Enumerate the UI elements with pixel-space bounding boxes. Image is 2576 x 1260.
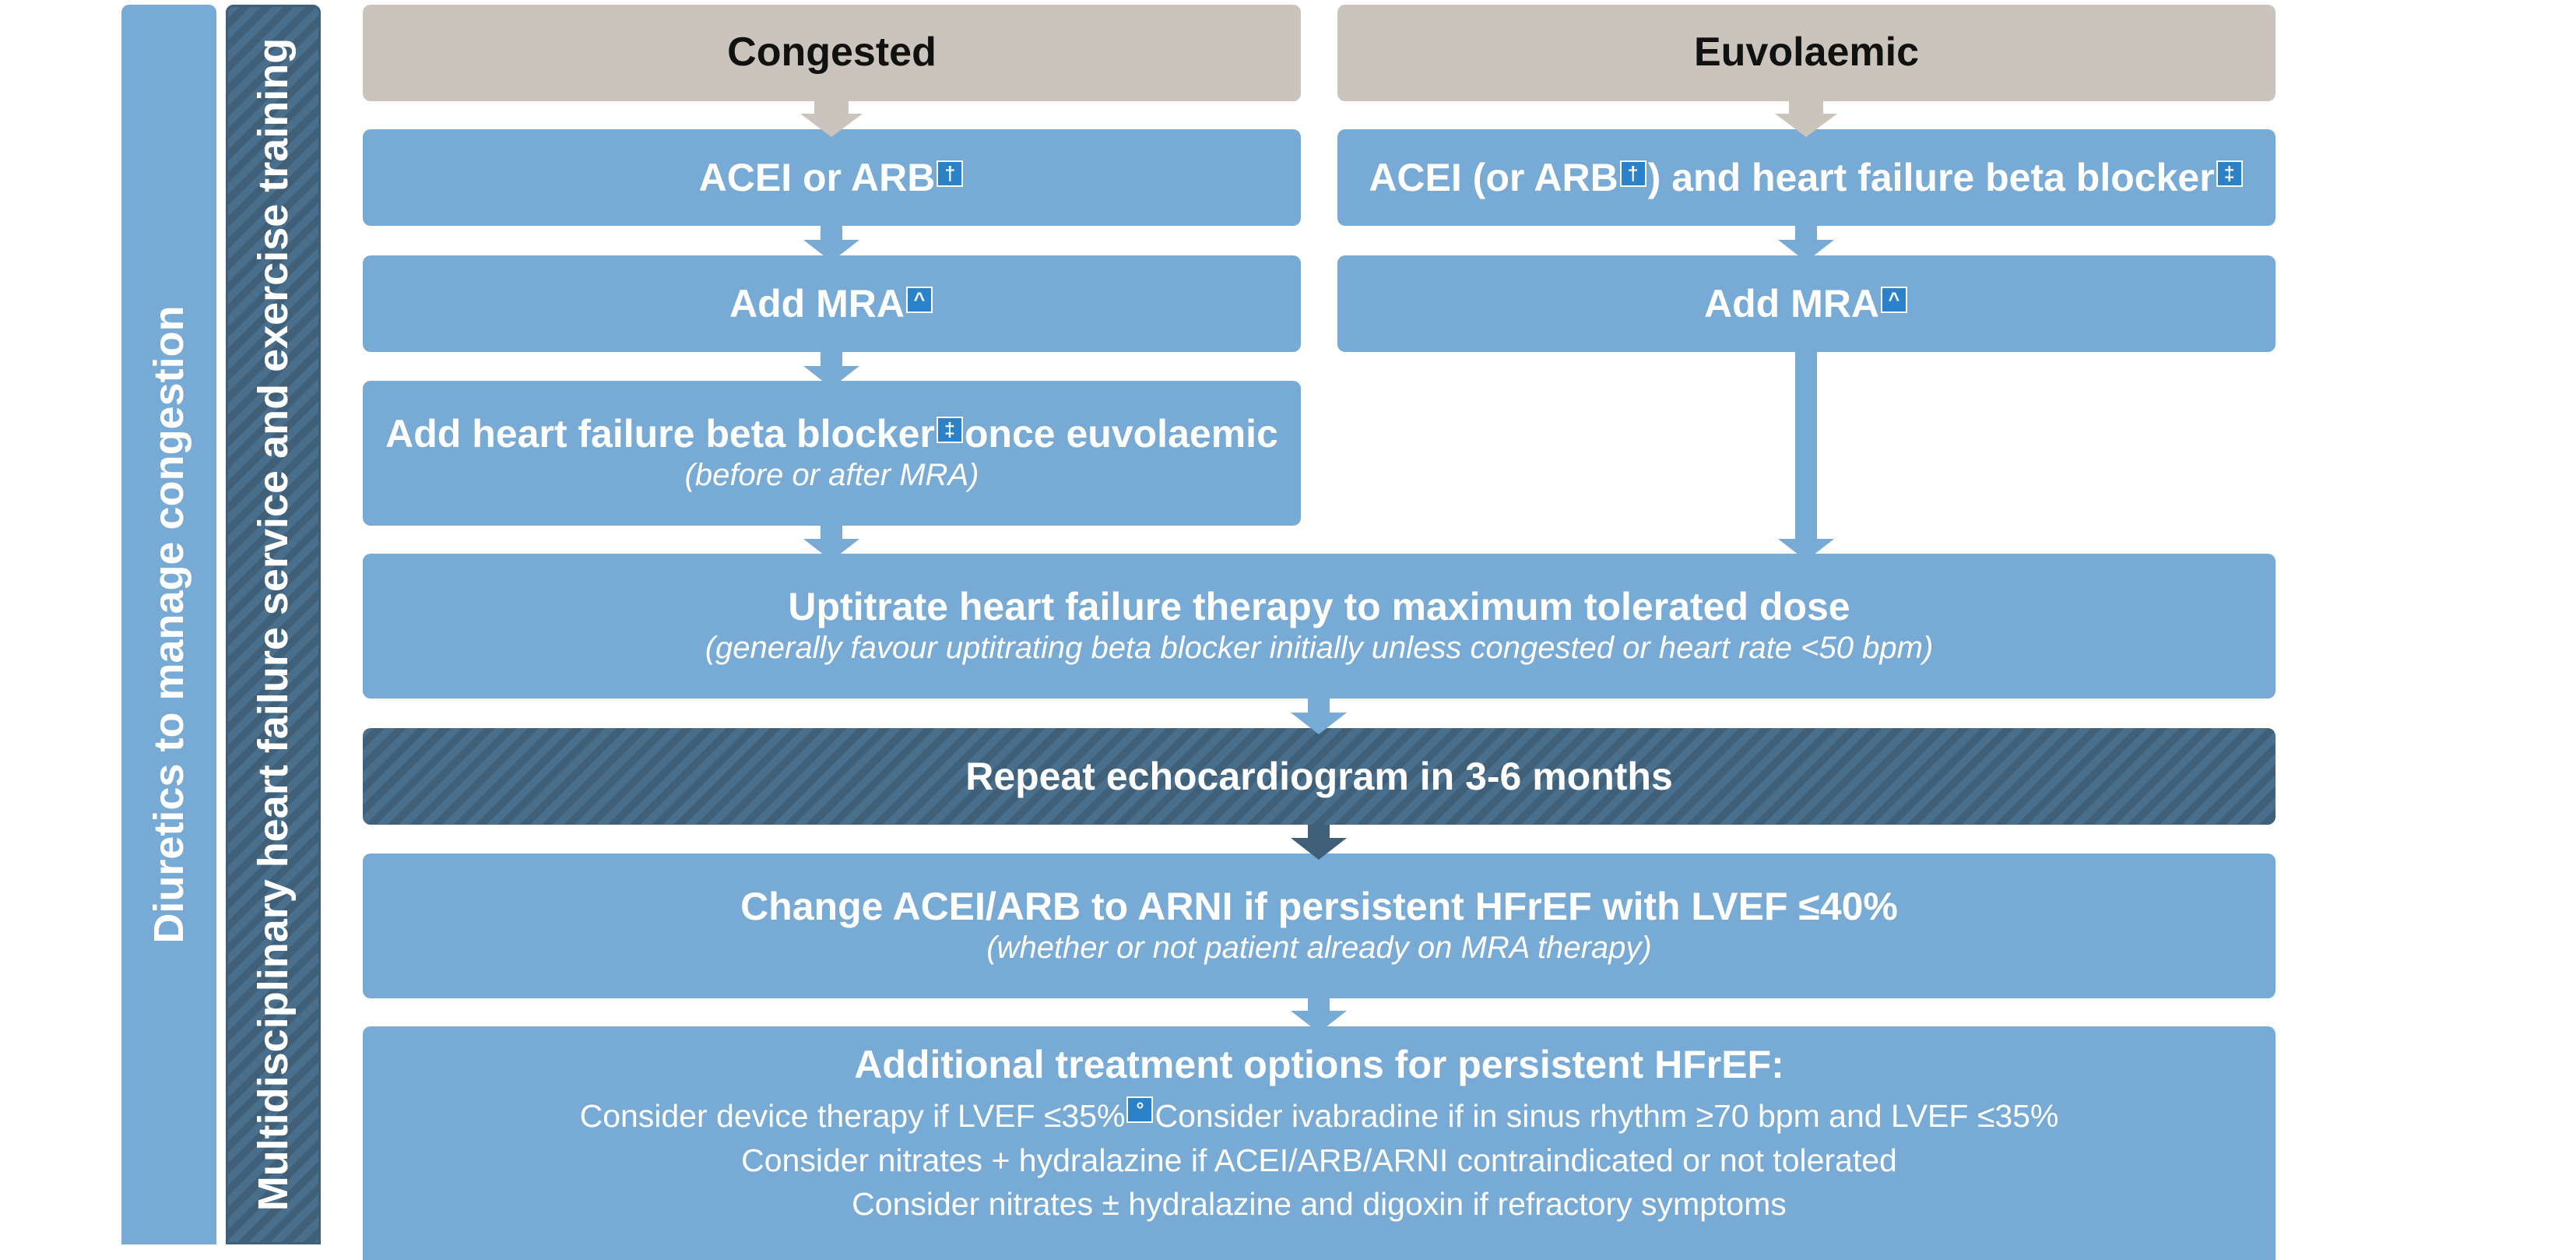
diuretics-sidebar: Diuretics to manage congestion bbox=[121, 5, 216, 1244]
dagger-note-badge: † bbox=[1619, 160, 1646, 187]
euvolaemic-header: Euvolaemic bbox=[1337, 5, 2276, 101]
arrow-arni-to-additional bbox=[1291, 998, 1347, 1033]
additional-line-1: Consider device therapy if LVEF ≤35%°Con… bbox=[579, 1094, 2059, 1139]
dagger-note-badge: † bbox=[937, 160, 964, 187]
beta-blocker-label: Add heart failure beta blocker bbox=[385, 411, 935, 456]
caret-note-badge: ^ bbox=[1880, 286, 1907, 313]
congested-add-mra-label: Add MRA bbox=[729, 281, 905, 326]
echocardiogram-box: Repeat echocardiogram in 3-6 months bbox=[363, 728, 2276, 825]
euvolaemic-header-label: Euvolaemic bbox=[1693, 30, 1920, 76]
arrow-acei-to-mra bbox=[803, 226, 859, 262]
arrow-acei-beta-to-mra bbox=[1778, 226, 1834, 262]
arni-subtitle: (whether or not patient already on MRA t… bbox=[986, 930, 1652, 965]
arni-title: Change ACEI/ARB to ARNI if persistent HF… bbox=[740, 884, 1898, 928]
euvolaemic-acei-beta-text: ACEI (or ARB†) and heart failure beta bl… bbox=[1369, 155, 2244, 199]
congested-add-mra-text: Add MRA^ bbox=[729, 281, 934, 326]
caret-note-badge: ^ bbox=[905, 286, 933, 313]
uptitrate-title: Uptitrate heart failure therapy to maxim… bbox=[788, 584, 1850, 628]
congested-add-mra-box: Add MRA^ bbox=[363, 255, 1301, 352]
arrow-echo-to-arni bbox=[1291, 825, 1347, 860]
euvolaemic-add-mra-box: Add MRA^ bbox=[1337, 255, 2276, 352]
multidisciplinary-sidebar: Multidisciplinary heart failure service … bbox=[226, 5, 321, 1244]
congested-acei-arb-box: ACEI or ARB† bbox=[363, 129, 1301, 226]
arni-box: Change ACEI/ARB to ARNI if persistent HF… bbox=[363, 853, 2276, 998]
congested-header-label: Congested bbox=[727, 30, 937, 76]
congested-acei-arb-text: ACEI or ARB† bbox=[698, 155, 965, 199]
beta-blocker-subtitle: (before or after MRA) bbox=[684, 457, 979, 492]
additional-line-2: Consider nitrates + hydralazine if ACEI/… bbox=[741, 1142, 1897, 1178]
ivabradine-text: Consider ivabradine if in sinus rhythm ≥… bbox=[1154, 1098, 2059, 1134]
uptitrate-subtitle: (generally favour uptitrating beta block… bbox=[705, 630, 1934, 665]
echocardiogram-title: Repeat echocardiogram in 3-6 months bbox=[965, 754, 1673, 798]
arrow-header-to-acei-beta bbox=[1775, 101, 1837, 137]
congested-acei-arb-label: ACEI or ARB bbox=[698, 155, 936, 199]
uptitrate-box: Uptitrate heart failure therapy to maxim… bbox=[363, 554, 2276, 699]
arrow-header-to-acei bbox=[800, 101, 863, 137]
arrow-beta-blocker-to-uptitrate bbox=[803, 526, 859, 561]
euvolaemic-acei-beta-box: ACEI (or ARB†) and heart failure beta bl… bbox=[1337, 129, 2276, 226]
euvolaemic-acei-label: ACEI (or ARB bbox=[1369, 155, 1618, 199]
congested-header: Congested bbox=[363, 5, 1301, 101]
once-euvolaemic-label: once euvolaemic bbox=[964, 411, 1278, 456]
euvolaemic-add-mra-label: Add MRA bbox=[1704, 281, 1879, 326]
device-therapy-text: Consider device therapy if LVEF ≤35% bbox=[579, 1098, 1126, 1134]
double-dagger-note-badge: ‡ bbox=[2216, 160, 2243, 187]
additional-treatment-box: Additional treatment options for persist… bbox=[363, 1026, 2276, 1260]
arrow-mra-to-beta-blocker bbox=[803, 352, 859, 388]
arrow-euvolaemic-mra-to-uptitrate bbox=[1778, 352, 1834, 561]
congested-beta-blocker-text: Add heart failure beta blocker‡once euvo… bbox=[385, 411, 1278, 456]
euvolaemic-add-mra-text: Add MRA^ bbox=[1704, 281, 1909, 326]
arrow-uptitrate-to-echo bbox=[1291, 699, 1347, 734]
degree-note-badge: ° bbox=[1126, 1096, 1154, 1123]
additional-title: Additional treatment options for persist… bbox=[854, 1043, 1784, 1086]
euvolaemic-beta-label: ) and heart failure beta blocker bbox=[1647, 155, 2215, 199]
additional-line-3: Consider nitrates ± hydralazine and digo… bbox=[852, 1186, 1787, 1223]
congested-beta-blocker-box: Add heart failure beta blocker‡once euvo… bbox=[363, 381, 1301, 526]
double-dagger-note-badge: ‡ bbox=[936, 416, 963, 443]
